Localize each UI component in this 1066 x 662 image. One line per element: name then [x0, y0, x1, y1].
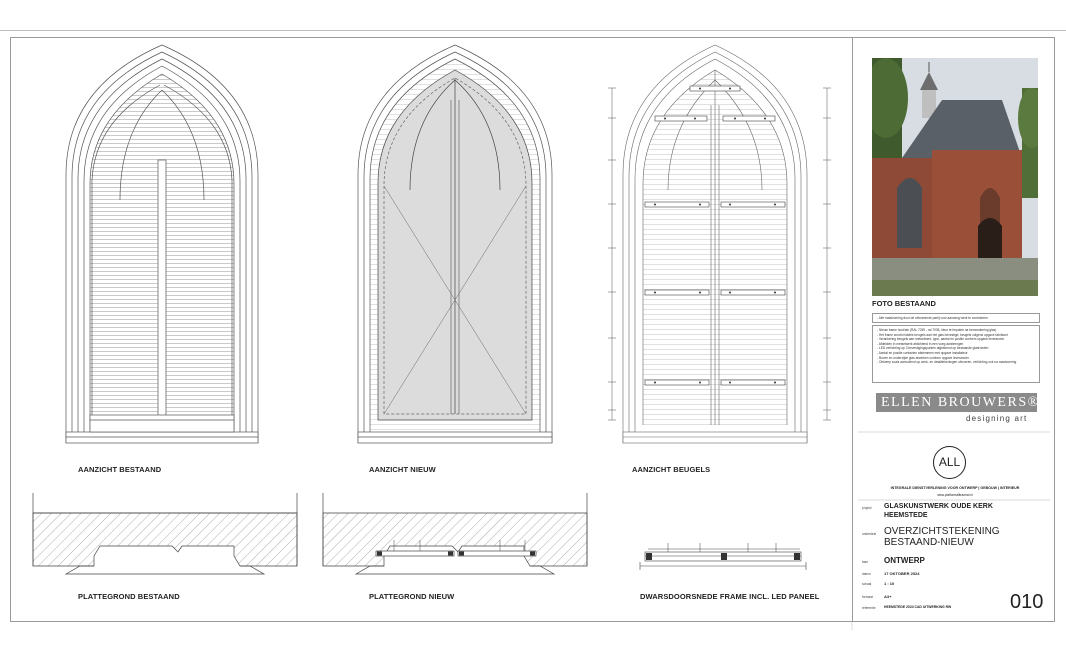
notes-specifications: - Nieuw frame hout/alu (RAL 7039 - ral 7… [872, 325, 1040, 383]
note-line: - Boven en onderzijde glas afwerken conf… [877, 355, 969, 360]
note-line: - Afdekken in metselwerk afdichtend in e… [877, 341, 964, 346]
caption-new-elevation: AANZICHT NIEUW [369, 465, 436, 474]
drawing-sheet-frame [10, 37, 1055, 622]
scale-value: 1 : 10 [884, 581, 895, 586]
elevation-existing [65, 44, 259, 444]
elevation-brackets [608, 44, 831, 444]
date-value: 17 OKTOBER 2024 [884, 571, 920, 576]
note-line: - Ontwerp zoals aanvullend op werk- en d… [877, 360, 1017, 365]
note-line: - Aantal en positie contacten afstemmen … [877, 350, 968, 355]
note-line: - LED verlichting op 3 bevestigingspunte… [877, 346, 989, 351]
all-website: www.platformalltraumd.nl [937, 493, 973, 497]
caption-existing-plan: PLATTEGROND BESTAAND [78, 592, 180, 601]
notes-general: - Alle maatvoering door de uitvoerende p… [872, 313, 1040, 323]
project-label: project [862, 506, 872, 510]
drawing-title: OVERZICHTSTEKENING BESTAAND-NIEUW [884, 526, 1000, 548]
format-label: formaat [862, 595, 873, 599]
church-photo [872, 58, 1038, 296]
drawing-label: onderdeel [862, 532, 877, 536]
note-line: - Alle maatvoering door de uitvoerende p… [877, 316, 988, 320]
all-subtitle: INTEGRALE DIENSTVERLENING VOOR ONTWERP |… [890, 486, 1020, 490]
caption-brackets-elevation: AANZICHT BEUGELS [632, 465, 711, 474]
photo-caption: FOTO BESTAAND [872, 299, 936, 308]
note-line: - Verankering beugels aan metselwerk, ty… [877, 337, 1005, 342]
ellen-brouwers-logo: ELLEN BROUWERS® [876, 393, 1038, 412]
note-line: - Nieuw frame hout/alu (RAL 7039 - ral 7… [877, 328, 997, 332]
project-name: GLASKUNSTWERK OUDE KERK HEEMSTEDE [884, 503, 993, 519]
format-value: A3+ [884, 594, 892, 599]
caption-new-plan: PLATTEGROND NIEUW [369, 592, 455, 601]
title-block-dividers [851, 431, 1050, 630]
note-line: - Het frame wordt middels beugels aan he… [877, 332, 1008, 337]
ellen-brouwers-tagline: designing art [966, 414, 1028, 423]
file-label: referentie [862, 606, 876, 610]
scale-label: schaal [862, 582, 872, 586]
caption-existing-elevation: AANZICHT BESTAAND [78, 465, 162, 474]
section-frame-led [639, 543, 807, 570]
elevation-new [357, 44, 553, 444]
sheet-number: 010 [1010, 591, 1044, 613]
phase-label: fase [862, 560, 869, 564]
title-block-frame [852, 37, 1055, 622]
phase-value: ONTWERP [884, 556, 925, 565]
file-value: HEEMSTEDE 2024 CAD UITWERKING RW [884, 605, 952, 609]
all-logo: ALL [933, 446, 966, 479]
plan-new [322, 493, 588, 575]
date-label: datum [862, 572, 871, 576]
top-rule [0, 30, 1066, 31]
plan-existing [32, 493, 298, 575]
caption-section: DWARSDOORSNEDE FRAME INCL. LED PANEEL [640, 592, 820, 601]
